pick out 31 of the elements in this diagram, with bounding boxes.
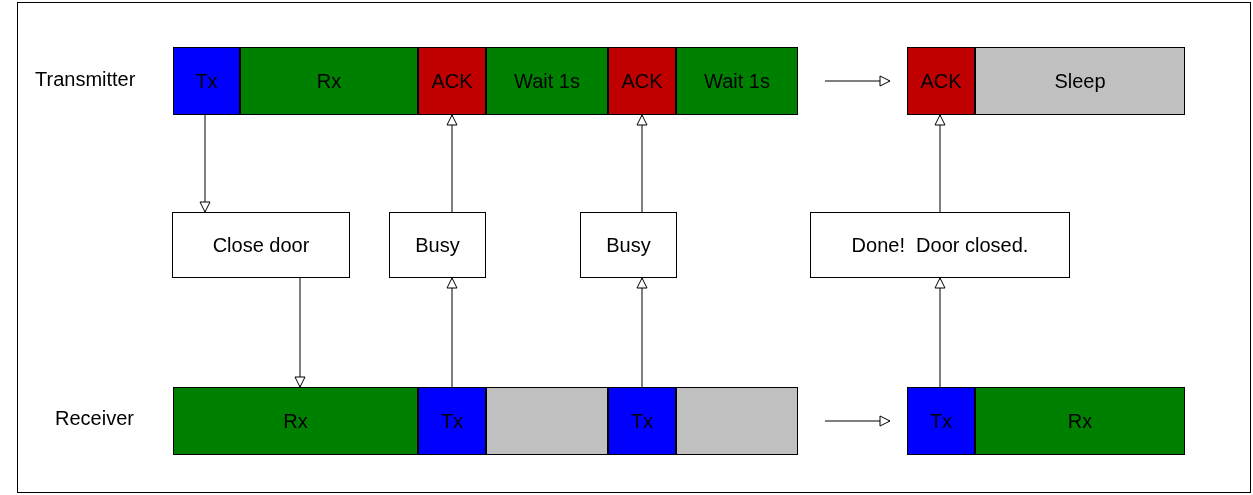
time-slot: Rx	[173, 387, 418, 455]
time-slot: Rx	[240, 47, 418, 115]
message-box: Busy	[580, 212, 677, 278]
row-label: Transmitter	[35, 68, 136, 91]
time-slot: Tx	[173, 47, 240, 115]
arrow	[636, 277, 648, 388]
time-slot: Tx	[418, 387, 486, 455]
arrow	[446, 277, 458, 388]
message-box: Busy	[389, 212, 486, 278]
time-slot: Wait 1s	[486, 47, 608, 115]
time-slot: Tx	[907, 387, 975, 455]
time-slot: Sleep	[975, 47, 1185, 115]
arrow	[446, 114, 458, 213]
time-slot: Rx	[975, 387, 1185, 455]
message-box: Done! Door closed.	[810, 212, 1070, 278]
time-slot: Tx	[608, 387, 676, 455]
arrow	[636, 114, 648, 213]
arrow	[934, 114, 946, 213]
idle-bar	[486, 387, 608, 455]
arrow	[824, 75, 891, 87]
arrow	[199, 114, 211, 213]
time-slot: ACK	[907, 47, 975, 115]
arrow	[294, 277, 306, 388]
time-slot: Wait 1s	[676, 47, 798, 115]
idle-bar	[676, 387, 798, 455]
message-box: Close door	[172, 212, 350, 278]
time-slot: ACK	[418, 47, 486, 115]
row-label: Receiver	[55, 407, 134, 430]
time-slot: ACK	[608, 47, 676, 115]
arrow	[934, 277, 946, 388]
arrow	[824, 415, 891, 427]
